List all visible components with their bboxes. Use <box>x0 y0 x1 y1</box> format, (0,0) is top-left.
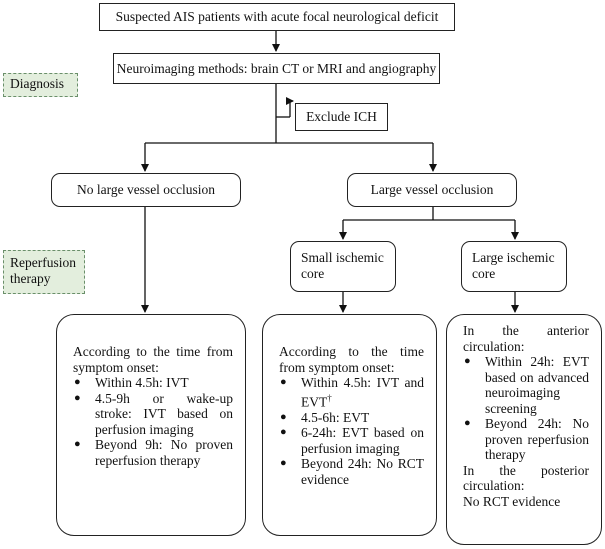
posterior-note: No RCT evidence <box>463 493 561 509</box>
exclude-ich-box: Exclude ICH <box>295 103 388 131</box>
diagnosis-label: Diagnosis <box>3 73 78 97</box>
right-item-1: Beyond 24h: No proven reperfusion therap… <box>463 416 589 463</box>
middle-panel: According to the time from symptom onset… <box>262 314 437 536</box>
dagger-footnote: † <box>327 392 332 403</box>
anterior-circulation-heading: In the anterior circulation: <box>463 323 589 354</box>
middle-item-1: 4.5-6h: EVT <box>279 410 424 426</box>
left-item-2: Beyond 9h: No proven reperfusion therapy <box>73 437 233 468</box>
imaging-box: Neuroimaging methods: brain CT or MRI an… <box>113 53 440 84</box>
middle-item-2: 6-24h: EVT based on perfusion imaging <box>279 425 424 456</box>
middle-item-0-text: Within 4.5h: IVT and EVT <box>301 375 424 409</box>
middle-item-3: Beyond 24h: No RCT evidence <box>279 456 424 487</box>
small-core-box: Small ischemic core <box>290 241 396 292</box>
middle-panel-intro: According to the time from symptom onset… <box>279 344 424 375</box>
left-item-0: Within 4.5h: IVT <box>73 375 233 391</box>
middle-item-0: Within 4.5h: IVT and EVT† <box>279 375 424 410</box>
left-panel-intro: According to the time from symptom onset… <box>73 344 233 375</box>
reperfusion-label: Reperfusion therapy <box>3 250 85 294</box>
right-item-0: Within 24h: EVT based on advanced neuroi… <box>463 354 589 416</box>
top-box: Suspected AIS patients with acute focal … <box>99 3 455 31</box>
right-panel: In the anterior circulation: Within 24h:… <box>446 314 602 545</box>
left-item-1: 4.5-9h or wake-up stroke: IVT based on p… <box>73 391 233 438</box>
large-core-box: Large ischemic core <box>461 241 567 292</box>
no-lvo-box: No large vessel occlusion <box>51 173 241 207</box>
left-panel: According to the time from symptom onset… <box>56 314 246 536</box>
lvo-box: Large vessel occlusion <box>347 173 517 207</box>
posterior-circulation-heading: In the posterior circulation: <box>463 462 589 494</box>
